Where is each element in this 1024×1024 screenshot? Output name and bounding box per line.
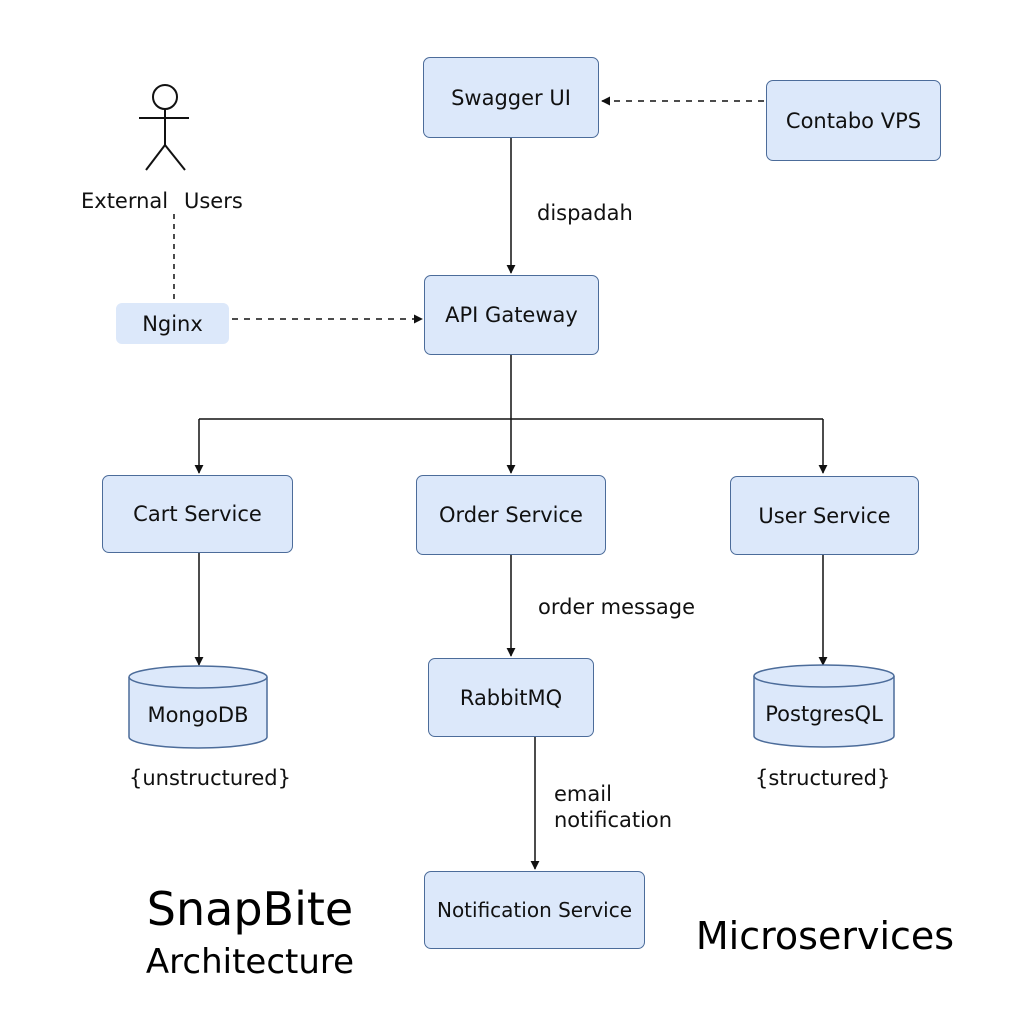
user-actor-icon xyxy=(139,84,189,171)
cart-service-node[interactable]: Cart Service xyxy=(102,475,293,553)
postgres-annotation: {structured} xyxy=(755,766,891,790)
postgres-cylinder-shape xyxy=(753,664,895,748)
nginx-node[interactable]: Nginx xyxy=(116,303,229,344)
api-gateway-node[interactable]: API Gateway xyxy=(424,275,599,355)
user-service-label: User Service xyxy=(758,503,891,528)
notification-service-label: Notification Service xyxy=(436,898,633,922)
mongodb-cylinder-shape xyxy=(128,665,268,749)
edge-label-dispatch: dispadah xyxy=(537,201,633,225)
edge-label-email: email xyxy=(554,782,612,806)
swagger-ui-label: Swagger UI xyxy=(451,85,571,110)
api-gateway-label: API Gateway xyxy=(445,303,578,327)
contabo-vps-label: Contabo VPS xyxy=(785,108,922,133)
order-service-node[interactable]: Order Service xyxy=(416,475,606,555)
title-line-1: SnapBite xyxy=(146,882,354,936)
cart-service-label: Cart Service xyxy=(133,502,262,526)
mongodb-label: MongoDB xyxy=(147,703,249,727)
edge-label-order-message: order message xyxy=(538,595,696,619)
title-tag: Microservices xyxy=(695,914,955,958)
actor-label-external: External xyxy=(81,189,169,213)
title-line-2: Architecture xyxy=(145,942,355,982)
postgresql-label: PostgresQL xyxy=(765,702,883,726)
user-service-node[interactable]: User Service xyxy=(730,476,919,555)
postgresql-node[interactable]: PostgresQL xyxy=(754,689,894,739)
mongodb-node[interactable]: MongoDB xyxy=(129,690,267,740)
contabo-vps-node[interactable]: Contabo VPS xyxy=(766,80,941,161)
order-service-label: Order Service xyxy=(439,503,583,527)
rabbitmq-label: RabbitMQ xyxy=(459,685,563,710)
rabbitmq-node[interactable]: RabbitMQ xyxy=(428,658,594,737)
nginx-label: Nginx xyxy=(142,311,203,336)
edge-label-notification: notification xyxy=(554,808,673,832)
notification-service-node[interactable]: Notification Service xyxy=(424,871,645,949)
actor-label-users: Users xyxy=(184,189,243,213)
swagger-ui-node[interactable]: Swagger UI xyxy=(423,57,599,138)
mongodb-annotation: {unstructured} xyxy=(129,766,291,790)
